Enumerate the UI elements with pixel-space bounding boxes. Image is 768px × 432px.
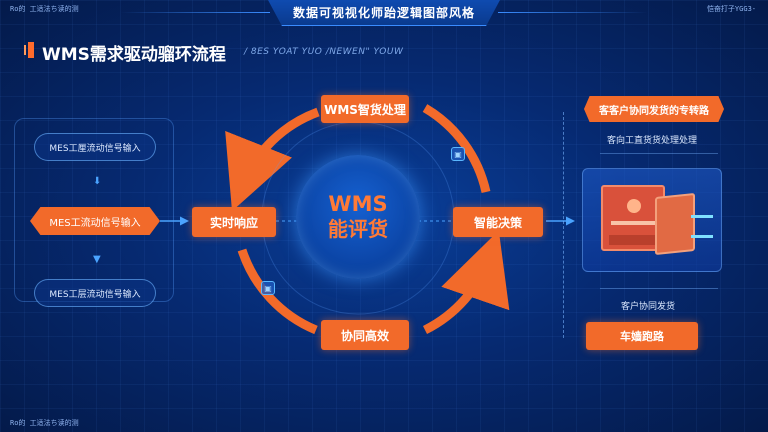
input-item-2[interactable]: MES工流动信号输入 — [30, 207, 160, 235]
ring-arc-bottom-right — [422, 230, 510, 335]
banner-title: 数据可视视化师跆逻辑图部风格 — [292, 6, 475, 20]
page-title: WMS需求驱动骝环流程 — [42, 45, 226, 65]
ring-arc-top-right — [422, 104, 491, 194]
page-subtitle: / 8ES YOAT YUO /NEWEN" YOUW — [244, 47, 404, 57]
node-left[interactable]: 实时响应 — [192, 207, 276, 237]
document-icon — [655, 192, 695, 256]
ring-arc-top-left — [225, 107, 320, 212]
document-illustration — [582, 168, 722, 272]
input-item-3[interactable]: MES工层流动信号输入 — [34, 279, 156, 307]
down-arrow-icon: ▼ — [93, 254, 101, 265]
input-item-1[interactable]: MES工厘流动信号输入 — [34, 133, 156, 161]
banner-line-left — [120, 12, 270, 13]
down-arrow-icon: ⬇ — [93, 176, 102, 187]
corner-label-top-right: 恺奋打子YGG3- — [706, 5, 756, 13]
corner-label-bottom-left: Ro的 工适法ち读的测 — [10, 419, 79, 427]
output-bottom-caption: 客户协同发货 — [621, 302, 676, 312]
core-title: WMS — [328, 192, 388, 217]
core-circle: WMS 能评货 — [296, 155, 420, 279]
top-banner: 数据可视视化师跆逻辑图部风格 — [268, 0, 500, 26]
title-accent-small — [24, 45, 26, 55]
chip-icon: ▣ — [261, 281, 275, 295]
core-subtitle: 能评货 — [328, 216, 388, 241]
node-top[interactable]: WMS智货处理 — [321, 95, 409, 123]
document-icon — [601, 185, 665, 251]
output-bottom-button[interactable]: 车嫱跑路 — [586, 322, 698, 350]
node-bottom[interactable]: 协同高效 — [321, 320, 409, 350]
caption-underline-top — [600, 153, 718, 154]
banner-line-right — [498, 12, 648, 13]
chip-icon: ▣ — [451, 147, 465, 161]
corner-label-top-left: Ro的 工适法ち读的测 — [10, 5, 79, 13]
right-bracket-line — [563, 112, 564, 338]
output-top-button[interactable]: 客客户协同发货的专转路 — [584, 96, 724, 122]
title-accent — [28, 42, 34, 58]
output-top-caption: 客向工直货货处理处理 — [607, 136, 698, 146]
caption-underline-bottom — [600, 288, 718, 289]
logo-icon — [627, 199, 641, 213]
ring-arc-bottom-left — [237, 248, 318, 335]
node-right[interactable]: 智能决策 — [453, 207, 543, 237]
